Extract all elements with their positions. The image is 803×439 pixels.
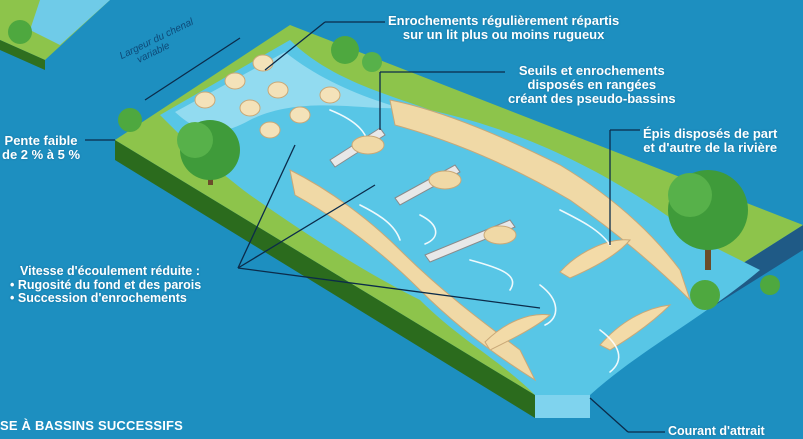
epis	[484, 239, 672, 351]
label-seuils-2: disposés en rangées	[527, 77, 657, 93]
label-vitesse: Vitesse d'écoulement réduite : Rugosité …	[10, 264, 201, 306]
boulders	[194, 54, 341, 139]
trees	[118, 36, 780, 310]
section-title: SE À BASSINS SUCCESSIFS	[0, 418, 184, 433]
label-vitesse-item-1: Rugosité du fond et des parois	[10, 278, 201, 293]
label-enrochements: Enrochements régulièrement répartis sur …	[388, 13, 620, 43]
inset-corner	[0, 0, 110, 70]
label-seuils-3: créant des pseudo-bassins	[508, 91, 676, 107]
label-pente-1: Pente faible	[4, 133, 78, 148]
label-vitesse-item-2: Succession d'enrochements	[10, 291, 201, 306]
label-seuils-1: Seuils et enrochements	[518, 63, 665, 78]
seuils	[329, 127, 517, 263]
label-vitesse-list: Rugosité du fond et des parois Successio…	[10, 278, 201, 306]
label-vitesse-title: Vitesse d'écoulement réduite :	[20, 264, 200, 278]
rock-banks	[289, 99, 691, 382]
flow-lines	[329, 109, 620, 373]
leader-lines	[85, 21, 665, 433]
label-epis-1: Épis disposés de part	[643, 126, 778, 141]
label-enrochements-2: sur un lit plus ou moins rugueux	[402, 27, 605, 43]
label-epis-2: et d'autre de la rivière	[643, 140, 778, 156]
label-seuils: Seuils et enrochements disposés en rangé…	[508, 63, 676, 107]
label-pente: Pente faible de 2 % à 5 %	[2, 133, 81, 163]
label-courant: Courant d'attrait	[668, 424, 765, 438]
label-epis: Épis disposés de part et d'autre de la r…	[643, 126, 778, 156]
label-pente-2: de 2 % à 5 %	[2, 147, 81, 163]
label-enrochements-1: Enrochements régulièrement répartis	[388, 13, 620, 28]
